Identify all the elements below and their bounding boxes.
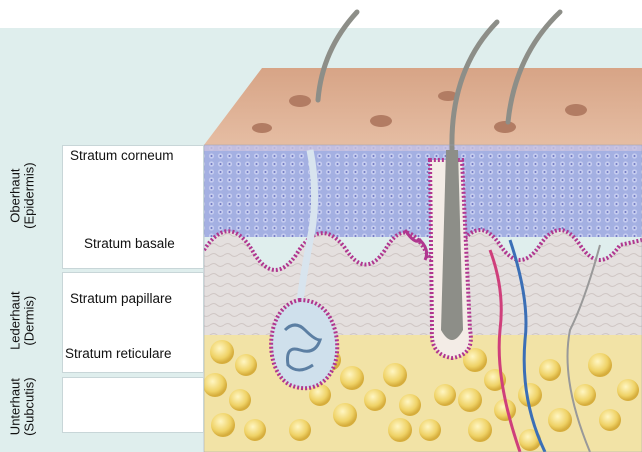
epidermis-name: Oberhaut bbox=[8, 151, 22, 241]
stratum-reticulare-label: Stratum reticulare bbox=[64, 346, 173, 361]
stratum-corneum-band bbox=[204, 145, 642, 151]
pore bbox=[494, 121, 516, 133]
pore bbox=[289, 95, 311, 107]
dermis-latin: (Dermis) bbox=[22, 279, 36, 363]
epidermis-latin: (Epidermis) bbox=[22, 151, 36, 241]
epidermis-layer bbox=[204, 145, 642, 237]
stratum-corneum-label: Stratum corneum bbox=[69, 148, 175, 163]
pore bbox=[370, 115, 392, 127]
subcutis-label-box bbox=[62, 377, 204, 433]
pore bbox=[252, 123, 272, 133]
stratum-papillare-label: Stratum papillare bbox=[69, 291, 173, 306]
dermis-name: Lederhaut bbox=[8, 279, 22, 363]
subcutis-name: Unterhaut bbox=[8, 363, 22, 451]
epidermis-layer-label: Oberhaut (Epidermis) bbox=[8, 151, 35, 241]
subcutis-layer-label: Unterhaut (Subcutis) bbox=[8, 363, 35, 451]
subcutis-latin: (Subcutis) bbox=[22, 363, 36, 451]
stratum-basale-label: Stratum basale bbox=[83, 236, 176, 251]
pore bbox=[565, 104, 587, 116]
dermis-layer-label: Lederhaut (Dermis) bbox=[8, 279, 35, 363]
sweat-gland bbox=[271, 300, 337, 388]
